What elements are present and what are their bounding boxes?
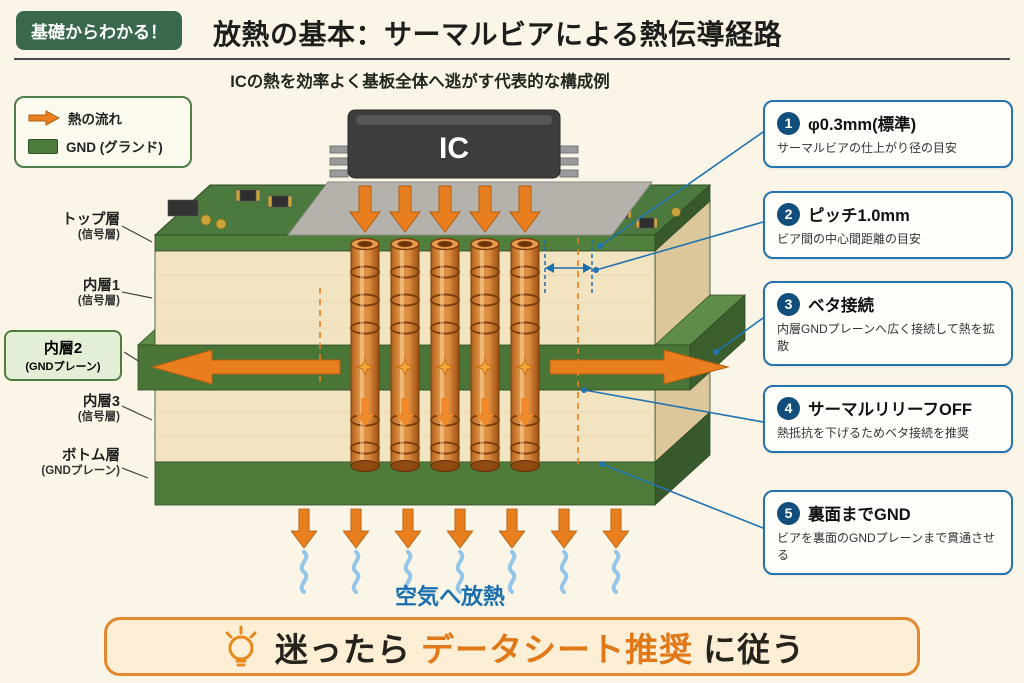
ic-pad (286, 181, 654, 236)
layer-label-inner2-gnd: 内層2 (GNDプレーン) (4, 330, 122, 381)
gnd-spread-arrows (150, 349, 730, 385)
layer-label-inner1: 内層1 (信号層) (77, 278, 120, 308)
layer-label-top: トップ層 (信号層) (62, 212, 120, 242)
legend-box: 熱の流れ GND (グランド) (14, 96, 192, 168)
callout-connector-lines (581, 131, 764, 529)
layer-label-inner3: 内層3 (信号層) (77, 394, 120, 424)
callout-description: ビアを裏面のGNDプレーンまで貫通させる (777, 531, 996, 562)
footer-highlight: データシート推奨 (421, 630, 693, 668)
callout-title: サーマルリリーフOFF (808, 401, 973, 419)
legend-heat-flow: 熱の流れ (28, 108, 178, 128)
footer-advice-banner: 迷ったら データシート推奨 に従う (104, 617, 920, 676)
heat-flow-arrow-icon (28, 110, 60, 126)
pitch-dimension (544, 240, 593, 296)
callout-number-badge: 3 (777, 292, 800, 316)
header-badge: 基礎からわかる！ (16, 11, 182, 50)
gnd-swatch-icon (28, 138, 58, 154)
ic-label: IC (439, 132, 469, 165)
callout-number-badge: 4 (777, 396, 800, 420)
footer-suffix: に従う (703, 630, 806, 668)
page-title: 放熱の基本：サーマルビアによる熱伝導経路 (213, 19, 783, 50)
footer-prefix: 迷ったら (274, 630, 411, 668)
callout-description: サーマルビアの仕上がり径の目安 (777, 141, 958, 155)
callout-title: ピッチ1.0mm (808, 207, 910, 225)
callout-description: ビア間の中心間距離の目安 (777, 232, 922, 246)
legend-gnd-label: GND (グランド) (66, 140, 163, 155)
subtitle: ICの熱を効率よく基板全体へ逃がす代表的な構成例 (230, 73, 610, 91)
legend-gnd: GND (グランド) (28, 136, 178, 156)
callout-back-gnd: 5 裏面までGND ビアを裏面のGNDプレーンまで貫通させる (763, 490, 1013, 575)
callout-thermal-relief-off: 4 サーマルリリーフOFF 熱抵抗を下げるためベタ接続を推奨 (763, 385, 1013, 453)
callout-number-badge: 5 (777, 501, 800, 525)
callout-number-badge: 2 (777, 202, 800, 226)
via-region-dashed-lines (319, 238, 579, 466)
ic-chip: IC (329, 109, 579, 179)
air-dissipation-label: 空気へ放熱 (395, 584, 505, 609)
layer-label-bottom: ボトム層 (GNDプレーン) (41, 448, 120, 478)
callout-solid-connection: 3 ベタ接続 内層GNDプレーンへ広く接続して熱を拡散 (763, 281, 1013, 366)
callout-description: 内層GNDプレーンへ広く接続して熱を拡散 (777, 322, 995, 353)
bottom-heat-arrows (290, 508, 630, 549)
layer-leader-lines (121, 225, 153, 479)
callout-title: 裏面までGND (808, 506, 911, 524)
callout-pitch: 2 ピッチ1.0mm ビア間の中心間距離の目安 (763, 191, 1013, 259)
callout-title: φ0.3mm(標準) (808, 116, 917, 134)
callout-title: ベタ接続 (808, 297, 874, 315)
callout-description: 熱抵抗を下げるためベタ接続を推奨 (777, 426, 970, 440)
legend-heat-flow-label: 熱の流れ (68, 112, 122, 127)
footer-advice-text: 迷ったら データシート推奨 に従う (275, 623, 805, 671)
lightbulb-icon (225, 625, 257, 666)
thermal-vias (350, 237, 540, 472)
header-divider (14, 58, 1010, 60)
callout-number-badge: 1 (777, 111, 800, 135)
callout-via-diameter: 1 φ0.3mm(標準) サーマルビアの仕上がり径の目安 (763, 100, 1013, 168)
